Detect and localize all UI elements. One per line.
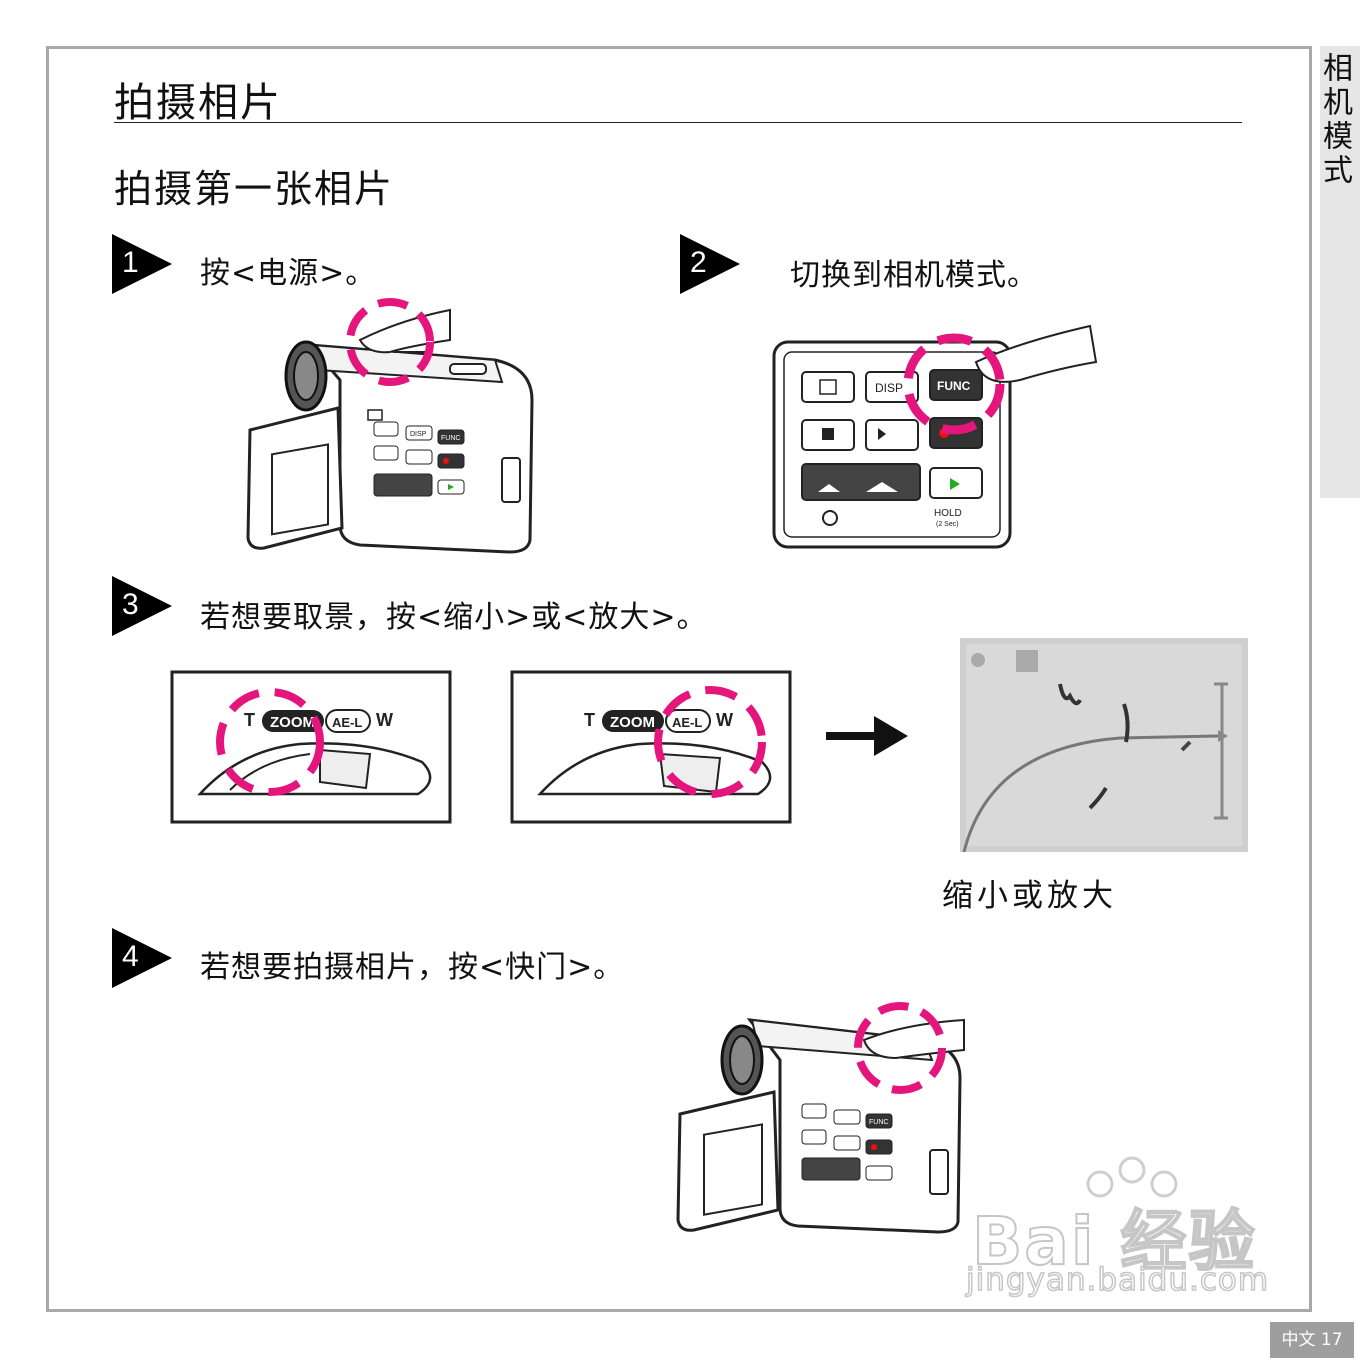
side-tab-label: 相机模式 [1317, 52, 1352, 188]
lever2-ael: AE-L [672, 715, 702, 730]
lever1-t: T [244, 710, 255, 730]
mode-panel-illustration: DISP FUNC HOLD (2 Sec) [772, 324, 1098, 549]
highlight-ring [346, 298, 434, 386]
zoom-caption: 缩小或放大 [942, 878, 1117, 914]
step-3-badge: 3 [112, 576, 172, 636]
lever1-zoom: ZOOM [270, 714, 315, 731]
step-3-number: 3 [122, 588, 139, 621]
step-1-text: 按<电源>。 [200, 256, 377, 291]
watermark-brand: Bai 经验 [971, 1202, 1257, 1281]
camera-power-illustration: DISP FUNC [246, 298, 534, 554]
step-2-number: 2 [690, 246, 707, 279]
panel1-func-label: FUNC [441, 435, 460, 442]
highlight-ring [903, 333, 1005, 435]
step-1-badge: 1 [112, 234, 172, 294]
section-subtitle: 拍摄第一张相片 [114, 167, 395, 211]
page-frame [46, 46, 1312, 1312]
panel1-disp-label: DISP [410, 431, 427, 438]
step-4-badge: 4 [112, 928, 172, 988]
page-number: 中文 17 [1270, 1322, 1354, 1358]
panel2-hold-sub: (2 Sec) [936, 521, 959, 528]
camera-shutter-illustration: FUNC [676, 1002, 965, 1234]
highlight-ring [654, 686, 766, 798]
lever1-w: W [376, 710, 393, 730]
title-divider [114, 122, 1242, 123]
watermark-url: jingyan.baidu.com [965, 1261, 1270, 1299]
step-4-number: 4 [122, 940, 139, 973]
step-2-text: 切换到相机模式。 [790, 258, 1038, 293]
lever1-ael: AE-L [332, 715, 362, 730]
zoom-lever-in: T ZOOM AE-L W [510, 670, 792, 824]
panel2-disp-label: DISP [875, 381, 903, 395]
lever2-w: W [716, 710, 733, 730]
step-1-number: 1 [122, 246, 139, 279]
panel4-func-label: FUNC [869, 1119, 888, 1126]
right-arrow-icon [826, 716, 908, 756]
step-4-text: 若想要拍摄相片，按<快门>。 [200, 950, 625, 985]
highlight-ring [854, 1002, 946, 1094]
step-3-text: 若想要取景，按<缩小>或<放大>。 [200, 600, 708, 635]
panel2-hold-label: HOLD [934, 508, 962, 519]
panel2-func-label: FUNC [937, 379, 971, 393]
lever2-t: T [584, 710, 595, 730]
baidu-paw-logo [1086, 1156, 1178, 1198]
step-2-badge: 2 [680, 234, 740, 294]
page-title: 拍摄相片 [114, 80, 282, 126]
lever2-zoom: ZOOM [610, 714, 655, 731]
zoom-preview-screen [960, 638, 1248, 852]
side-tab [1320, 46, 1360, 498]
zoom-lever-out: T ZOOM AE-L W [170, 670, 452, 824]
highlight-ring [216, 688, 324, 796]
